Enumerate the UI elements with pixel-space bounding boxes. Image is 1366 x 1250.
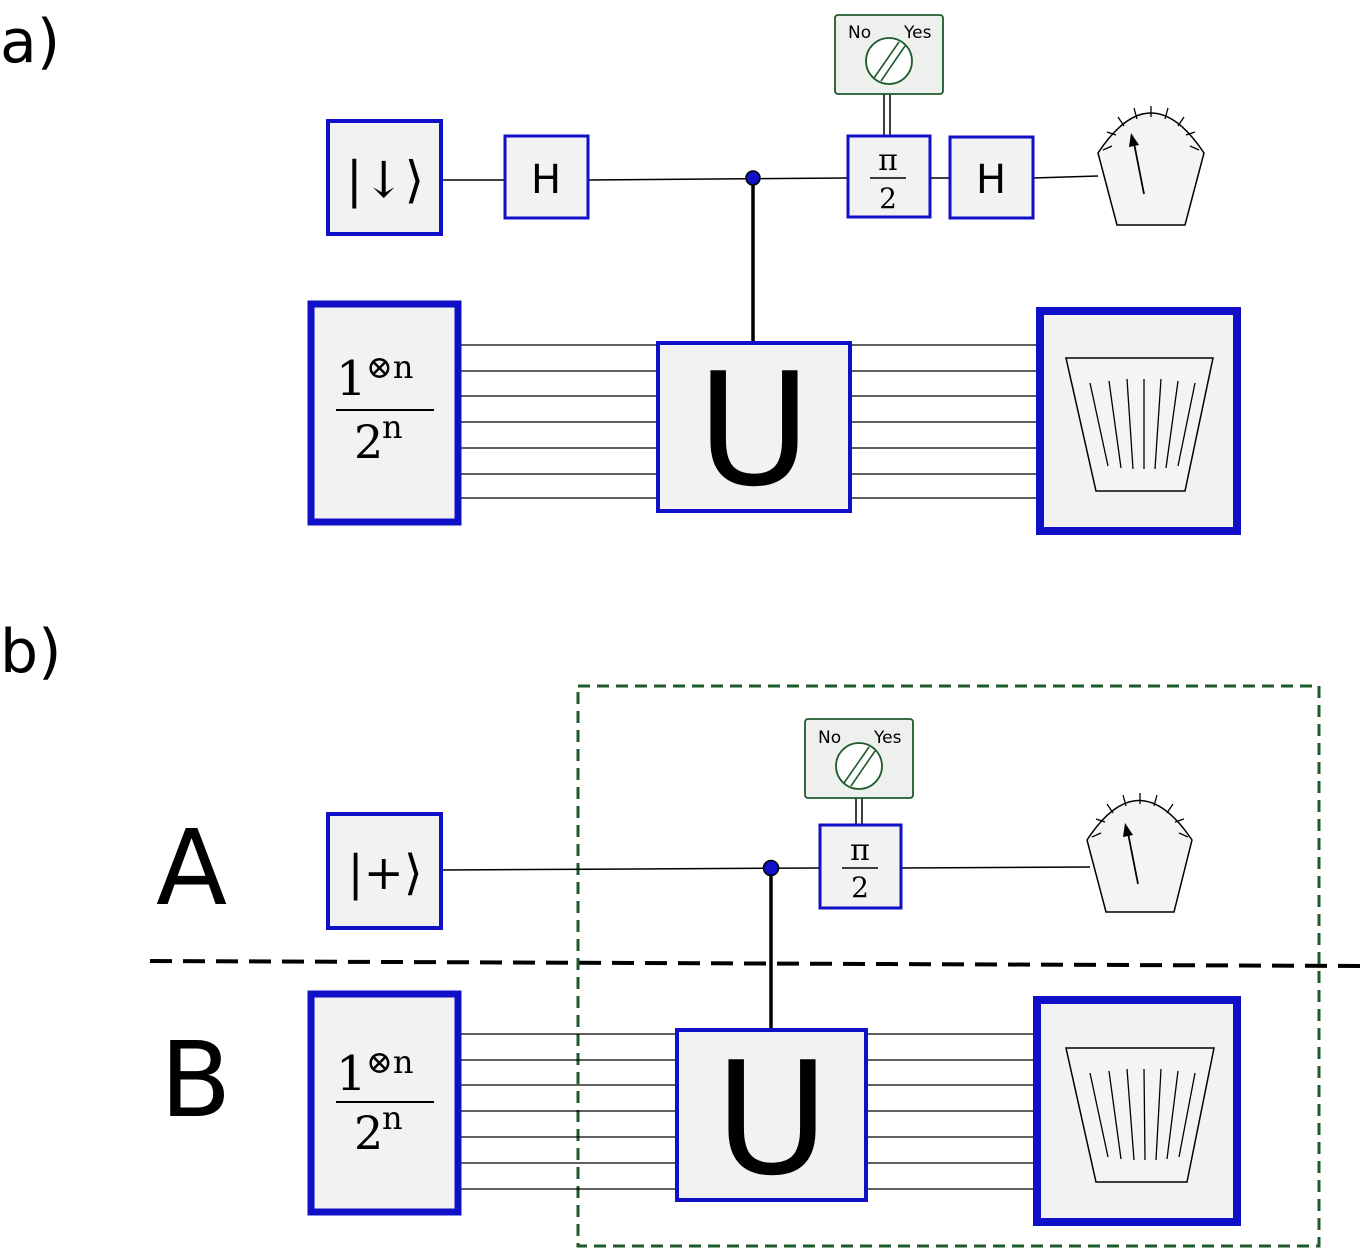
plus-ket-label: |+⟩ (347, 845, 422, 901)
panel-a-control-wire (442, 175, 1099, 181)
panel-a-label: a) (0, 7, 60, 77)
control-dot-a (745, 170, 761, 186)
hadamard-label-2: H (976, 157, 1006, 203)
switch-no-label-a: No (848, 23, 871, 43)
classical-switch-b: No Yes (804, 718, 914, 799)
phase-gate-a: π 2 (846, 94, 932, 219)
unitary-label-b: U (715, 1028, 829, 1210)
measurement-meter-icon-a (1097, 106, 1205, 226)
phase-numerator-b: π (850, 833, 870, 868)
register-measurement-icon-a (1036, 307, 1241, 535)
panel-b-label: b) (0, 617, 62, 687)
party-b-label: B (160, 1019, 231, 1141)
unitary-gate-a: U (656, 339, 852, 521)
panel-b-control (762, 859, 780, 1028)
unitary-label-a: U (697, 339, 811, 521)
mixed-numerator-sup-a: ⊗n (366, 348, 413, 386)
hadamard-label-1: H (531, 157, 561, 203)
switch-knob-b (835, 742, 883, 790)
phase-gate-b: π 2 (818, 798, 903, 910)
mixed-numerator-sup-b: ⊗n (366, 1043, 413, 1081)
phase-denominator-b: 2 (851, 871, 869, 904)
mixed-numerator-a: 1 (336, 351, 367, 407)
mixed-denominator-sup-b: n (382, 1099, 403, 1137)
classical-switch-a: No Yes (834, 14, 944, 95)
panel-b-register-wires (460, 1033, 1037, 1190)
party-separator-line (149, 959, 1366, 968)
switch-yes-label-a: Yes (903, 23, 932, 43)
panel-b-control-wire (441, 866, 1091, 871)
switch-no-label-b: No (818, 728, 841, 748)
switch-yes-label-b: Yes (873, 728, 902, 748)
mixed-denominator-b: 2 (354, 1106, 383, 1160)
switch-knob-a (865, 37, 913, 85)
party-a-label: A (156, 807, 227, 929)
hadamard-gate-1: H (503, 134, 590, 220)
measurement-meter-icon-b (1086, 793, 1193, 913)
hadamard-gate-2: H (948, 135, 1035, 220)
unitary-gate-b: U (675, 1028, 868, 1210)
panel-a-register-wires (460, 344, 1040, 499)
control-dot-b (762, 859, 780, 877)
register-measurement-icon-b (1033, 996, 1241, 1226)
maximally-mixed-state-gate-a: 1 ⊗n 2 n (307, 300, 462, 526)
spin-down-state-gate: |↓⟩ (326, 119, 443, 236)
mixed-denominator-sup-a: n (382, 408, 403, 446)
panel-a-control (745, 170, 761, 343)
plus-state-gate: |+⟩ (326, 812, 443, 930)
mixed-denominator-a: 2 (354, 415, 383, 469)
dashed-region-box (576, 684, 1321, 1248)
mixed-numerator-b: 1 (336, 1046, 367, 1102)
phase-denominator-a: 2 (879, 182, 897, 215)
maximally-mixed-state-gate-b: 1 ⊗n 2 n (307, 990, 462, 1216)
spin-down-ket-label: |↓⟩ (346, 151, 424, 209)
phase-numerator-a: π (878, 143, 898, 178)
